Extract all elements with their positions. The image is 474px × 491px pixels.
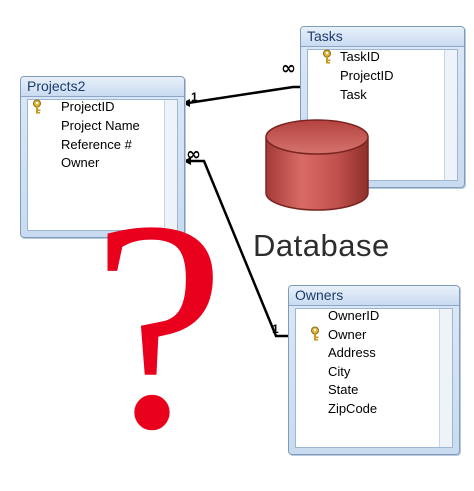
table-owners[interactable]: Owners OwnerID Owner Address City State …	[288, 285, 460, 455]
field-reference[interactable]: Reference #	[61, 137, 132, 152]
table-body-owners	[295, 308, 453, 448]
one-label-owners: 1	[272, 322, 279, 336]
many-label-projects: ∞	[186, 144, 201, 165]
database-cylinder-icon	[265, 119, 369, 211]
key-icon	[323, 49, 331, 64]
relationship-line-tasks-projects	[183, 85, 302, 105]
field-task[interactable]: Task	[340, 87, 367, 102]
key-icon	[33, 99, 41, 114]
key-icon	[311, 326, 319, 341]
many-label-tasks: ∞	[281, 58, 296, 79]
relationship-line-owners-projects	[184, 159, 288, 338]
database-label: Database	[253, 228, 390, 263]
field-city[interactable]: City	[328, 364, 351, 379]
field-state[interactable]: State	[328, 382, 359, 397]
field-projectid[interactable]: ProjectID	[340, 68, 394, 83]
field-projectid[interactable]: ProjectID	[61, 99, 115, 114]
relationship-lines: 1 ∞ ∞ 1	[182, 58, 302, 338]
field-owner[interactable]: Owner	[328, 327, 367, 342]
scrollbar[interactable]	[444, 50, 457, 180]
table-title-tasks: Tasks	[301, 27, 464, 47]
question-mark-icon: ?	[92, 159, 226, 491]
field-address[interactable]: Address	[328, 345, 376, 360]
scrollbar[interactable]	[164, 100, 177, 230]
table-body-projects2	[27, 99, 178, 231]
table-title-owners: Owners	[289, 286, 459, 306]
table-projects2[interactable]: Projects2 ProjectID Project Name Referen…	[20, 76, 185, 238]
field-owner[interactable]: Owner	[61, 155, 100, 170]
table-title-projects2: Projects2	[21, 77, 184, 97]
arrow-head-projects-owner	[183, 157, 191, 165]
scrollbar[interactable]	[439, 309, 452, 447]
relationship-diagram: 1 ∞ ∞ 1 Projects2 ProjectID Project Name…	[20, 26, 465, 475]
table-tasks[interactable]: Tasks TaskID ProjectID Task	[300, 26, 465, 188]
field-project-name[interactable]: Project Name	[61, 118, 140, 133]
field-zipcode[interactable]: ZipCode	[328, 401, 378, 416]
arrow-head-projects	[182, 99, 190, 107]
field-ownerid[interactable]: OwnerID	[328, 308, 380, 323]
field-taskid[interactable]: TaskID	[340, 49, 380, 64]
one-label-projects: 1	[191, 90, 198, 104]
